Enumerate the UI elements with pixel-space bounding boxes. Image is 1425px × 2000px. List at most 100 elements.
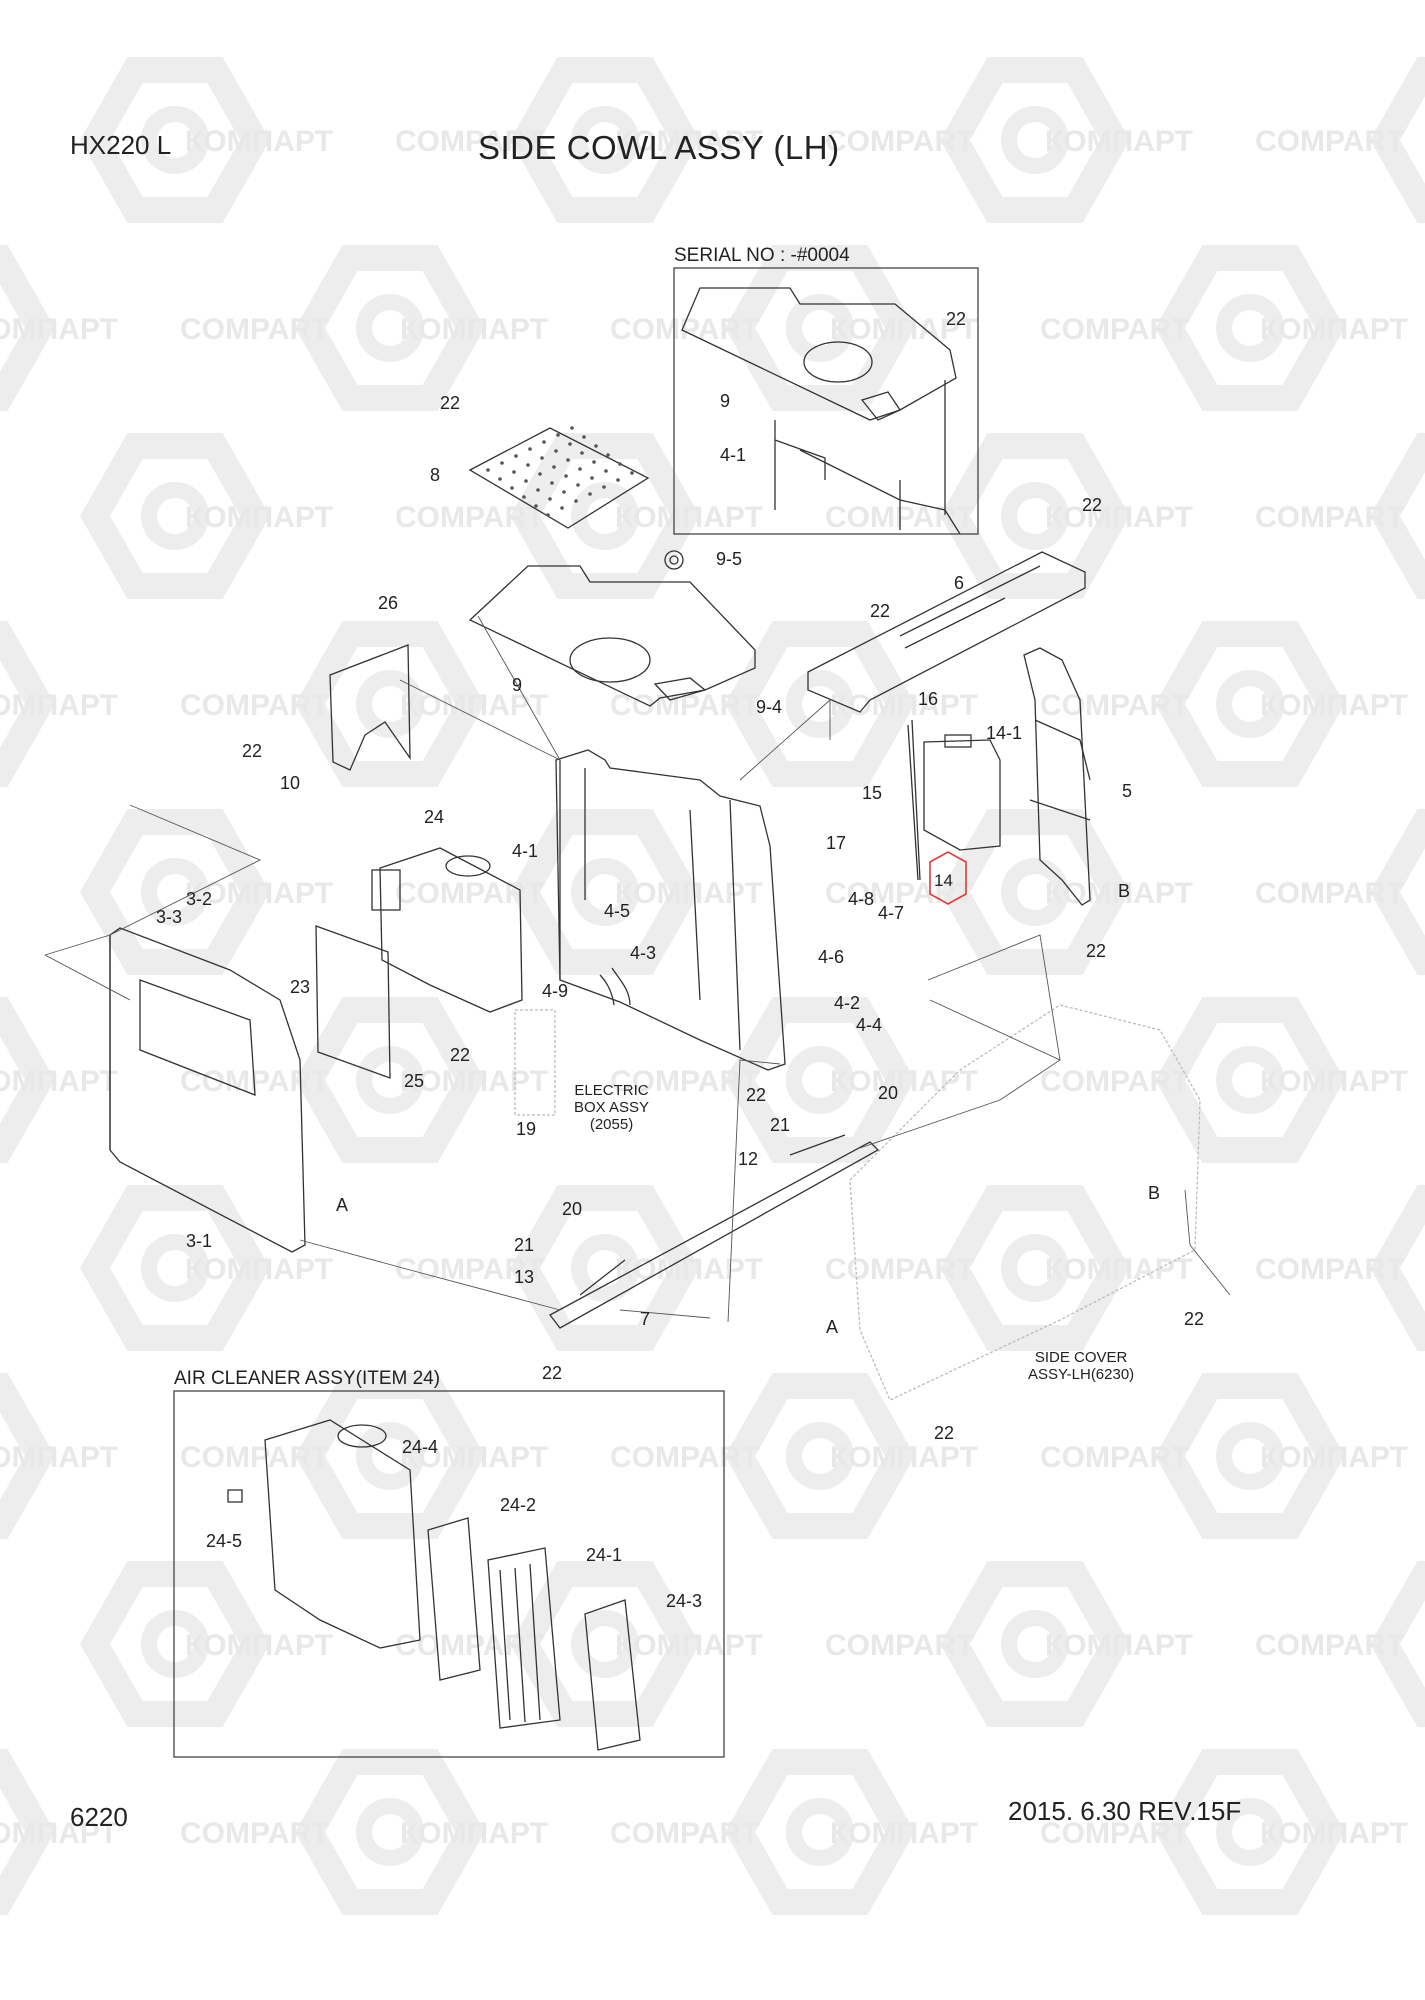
- callout-25[interactable]: 25: [404, 1071, 425, 1091]
- watermark-text: КОМПАРТ: [830, 689, 978, 722]
- perforation-hole: [526, 463, 530, 467]
- callout-22[interactable]: 22: [1082, 495, 1103, 515]
- callout-21[interactable]: 21: [770, 1115, 791, 1135]
- part-9-serial-plate: [681, 287, 957, 421]
- callout-22[interactable]: 22: [934, 1423, 955, 1443]
- callout-21[interactable]: 21: [514, 1235, 535, 1255]
- callout-b[interactable]: B: [1118, 881, 1131, 901]
- perforation-hole: [556, 433, 560, 437]
- callout-5[interactable]: 5: [1122, 781, 1133, 801]
- callout-12[interactable]: 12: [738, 1149, 759, 1169]
- perforation-hole: [616, 478, 620, 482]
- callout-4-5[interactable]: 4-5: [604, 901, 631, 921]
- watermark-text: КОМПАРТ: [185, 1253, 333, 1286]
- watermark-text: КОМПАРТ: [830, 313, 978, 346]
- callout-22[interactable]: 22: [870, 601, 891, 621]
- callout-4-1[interactable]: 4-1: [512, 841, 539, 861]
- callout-24-2[interactable]: 24-2: [500, 1495, 537, 1515]
- highlight-part-14[interactable]: [929, 851, 967, 905]
- watermark-text: КОМПАРТ: [830, 1817, 978, 1850]
- watermark-text: COMPART: [395, 1253, 544, 1286]
- perforation-hole: [542, 440, 546, 444]
- callout-24[interactable]: 24: [424, 807, 445, 827]
- callout-10[interactable]: 10: [280, 773, 301, 793]
- callout-a[interactable]: A: [336, 1195, 349, 1215]
- callout-17[interactable]: 17: [826, 833, 847, 853]
- part-4-1-panel: [555, 749, 786, 1071]
- callout-14-1[interactable]: 14-1: [986, 723, 1023, 743]
- watermark-text: COMPART: [610, 1441, 759, 1474]
- callout-24-4[interactable]: 24-4: [402, 1437, 439, 1457]
- perforation-hole: [578, 467, 582, 471]
- perforation-hole: [510, 486, 514, 490]
- callout-14-highlighted[interactable]: 14: [934, 871, 953, 890]
- callout-8[interactable]: 8: [430, 465, 441, 485]
- part-5-frame: [1023, 647, 1091, 906]
- callout-4-6[interactable]: 4-6: [818, 947, 845, 967]
- callout-22[interactable]: 22: [542, 1363, 563, 1383]
- watermark-text: COMPART: [825, 1629, 974, 1662]
- callout-4-8[interactable]: 4-8: [848, 889, 875, 909]
- watermark-text: COMPART: [1040, 1065, 1189, 1098]
- perforation-hole: [524, 479, 528, 483]
- watermark-text: КОМПАРТ: [0, 689, 118, 722]
- part-24-2-filter: [427, 1517, 481, 1681]
- callout-23[interactable]: 23: [290, 977, 311, 997]
- perforation-hole: [528, 447, 532, 451]
- callout-26[interactable]: 26: [378, 593, 399, 613]
- callout-6[interactable]: 6: [954, 573, 965, 593]
- callout-16[interactable]: 16: [918, 689, 939, 709]
- callout-22[interactable]: 22: [440, 393, 461, 413]
- callout-3-1[interactable]: 3-1: [186, 1231, 213, 1251]
- callout-20[interactable]: 20: [562, 1199, 583, 1219]
- perforation-hole: [538, 472, 542, 476]
- watermark-text: COMPART: [395, 501, 544, 534]
- watermark-text: КОМПАРТ: [185, 125, 333, 158]
- watermark-text: КОМПАРТ: [0, 313, 118, 346]
- part-3-1-side-cover: [109, 927, 306, 1253]
- watermark-text: COMPART: [1255, 125, 1404, 158]
- callout-9-4[interactable]: 9-4: [756, 697, 783, 717]
- callout-9[interactable]: 9: [512, 675, 523, 695]
- callout-24-3[interactable]: 24-3: [666, 1591, 703, 1611]
- callout-4-2[interactable]: 4-2: [834, 993, 861, 1013]
- watermark-text: COMPART: [825, 877, 974, 910]
- callout-13[interactable]: 13: [514, 1267, 535, 1287]
- callout-22[interactable]: 22: [242, 741, 263, 761]
- callout-24-5[interactable]: 24-5: [206, 1531, 243, 1551]
- callout-9-5[interactable]: 9-5: [716, 549, 743, 569]
- perforation-hole: [554, 449, 558, 453]
- air-cleaner-section-title: AIR CLEANER ASSY(ITEM 24): [174, 1368, 441, 1389]
- callout-a[interactable]: A: [826, 1317, 839, 1337]
- callout-24-1[interactable]: 24-1: [586, 1545, 623, 1565]
- callout-19[interactable]: 19: [516, 1119, 537, 1139]
- perforation-hole: [630, 471, 634, 475]
- callout-22[interactable]: 22: [1086, 941, 1107, 961]
- callout-4-1[interactable]: 4-1: [720, 445, 747, 465]
- callout-3-3[interactable]: 3-3: [156, 907, 183, 927]
- perforation-hole: [552, 465, 556, 469]
- callout-15[interactable]: 15: [862, 783, 883, 803]
- callout-4-9[interactable]: 4-9: [542, 981, 569, 1001]
- watermark-text: COMPART: [610, 1065, 759, 1098]
- callout-22[interactable]: 22: [1184, 1309, 1205, 1329]
- callout-20[interactable]: 20: [878, 1083, 899, 1103]
- callout-9[interactable]: 9: [720, 391, 731, 411]
- callout-22[interactable]: 22: [450, 1045, 471, 1065]
- perforation-hole: [546, 513, 550, 517]
- callout-4-4[interactable]: 4-4: [856, 1015, 883, 1035]
- callout-b[interactable]: B: [1148, 1183, 1161, 1203]
- callout-22[interactable]: 22: [746, 1085, 767, 1105]
- callout-7[interactable]: 7: [640, 1309, 651, 1329]
- perforation-hole: [568, 442, 572, 446]
- side-cover-note: SIDE COVER ASSY-LH(6230): [1028, 1349, 1135, 1383]
- watermark-text: КОМПАРТ: [185, 877, 333, 910]
- callout-4-7[interactable]: 4-7: [878, 903, 905, 923]
- callout-3-2[interactable]: 3-2: [186, 889, 213, 909]
- watermark-text: КОМПАРТ: [400, 313, 548, 346]
- perforation-hole: [562, 490, 566, 494]
- callout-4-3[interactable]: 4-3: [630, 943, 657, 963]
- part-24-1-filter: [487, 1547, 561, 1729]
- callout-22[interactable]: 22: [946, 309, 967, 329]
